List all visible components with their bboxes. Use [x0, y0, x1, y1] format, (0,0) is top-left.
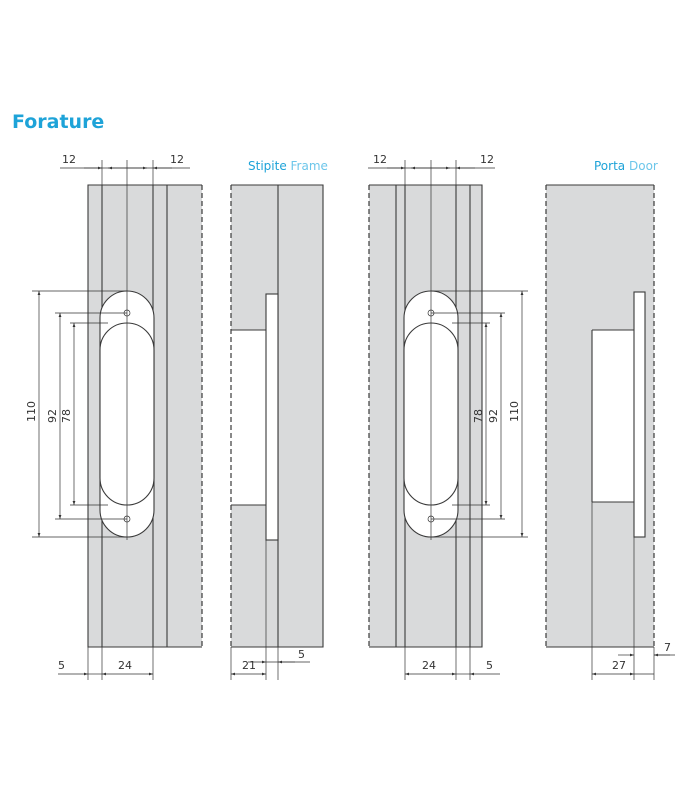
left-dim-top-12-left: 12	[62, 153, 76, 166]
right-dim-bottom-24: 24	[422, 659, 436, 672]
left-hinge-view	[32, 160, 203, 680]
right-dim-top-12-left: 12	[373, 153, 387, 166]
door-dim-7: 7	[664, 641, 671, 654]
right-dim-top-12-right: 12	[480, 153, 494, 166]
right-dim-bottom-5: 5	[486, 659, 493, 672]
left-dim-bottom-24: 24	[118, 659, 132, 672]
diagram-title: Forature	[12, 111, 104, 133]
left-dim-110: 110	[25, 401, 38, 422]
left-dim-bottom-5: 5	[58, 659, 65, 672]
door-label: Porta Door	[594, 159, 658, 173]
right-dim-110: 110	[508, 401, 521, 422]
left-dim-92: 92	[46, 409, 59, 423]
frame-view	[230, 184, 324, 680]
door-view	[545, 184, 675, 680]
left-dim-top-12-right: 12	[170, 153, 184, 166]
right-dim-92: 92	[487, 409, 500, 423]
frame-dim-5: 5	[298, 648, 305, 661]
right-dim-78: 78	[472, 409, 485, 423]
door-dim-27: 27	[612, 659, 626, 672]
right-hinge-view	[368, 160, 528, 680]
frame-dim-21: 21	[242, 659, 256, 672]
frame-label: Stipite Frame	[248, 159, 328, 173]
left-dim-78: 78	[60, 409, 73, 423]
